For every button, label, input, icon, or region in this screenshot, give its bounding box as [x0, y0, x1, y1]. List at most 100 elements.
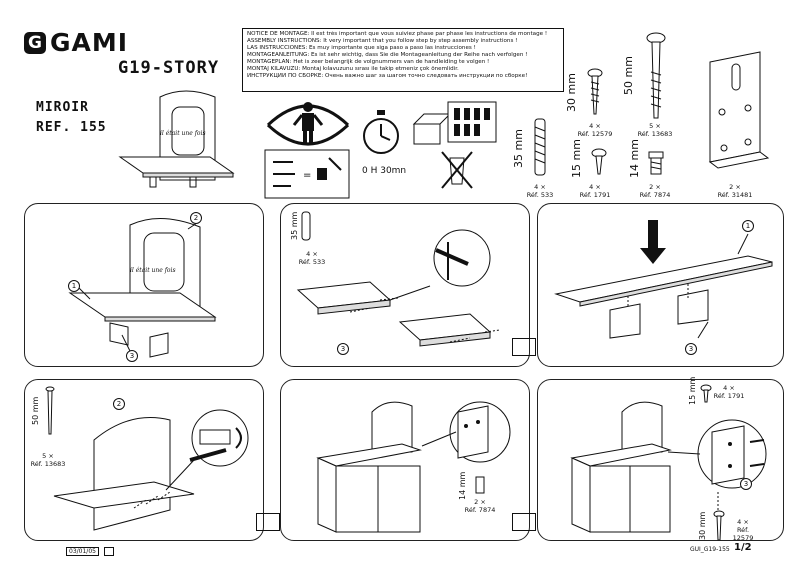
part-label: 4 ×Réf. 12579 [575, 122, 615, 138]
step-dimension: 14 mm [458, 471, 467, 500]
part-label: 2 ×Réf. 31481 [715, 183, 755, 199]
part-ref: Réf. 1791 [713, 392, 745, 400]
notice-line: MONTAJ KILAVUZU: Montaj kılavuzunu sıras… [247, 66, 459, 72]
step-6-illustration [570, 401, 767, 533]
insert-icon [475, 476, 485, 494]
next-step-arrow-icon [256, 513, 280, 531]
part-ref: Réf. 1791 [579, 191, 611, 199]
callout-3: 3 [126, 350, 138, 362]
part-qty: 4 × [589, 122, 601, 130]
step-1-panel [24, 203, 264, 367]
step-4-panel [24, 379, 264, 541]
notice-line: MONTAGEANLEITUNG: Es ist sehr wichtig, d… [247, 52, 528, 58]
screw-icon [45, 386, 55, 435]
part-qty: 2 × [729, 183, 741, 191]
tools-icon: = [264, 149, 350, 199]
part-qty: 5 × [42, 452, 54, 460]
dowel-533-icon [534, 118, 546, 176]
footer-code: GUI_G19-155 [690, 546, 730, 553]
part-dimension: 14 mm [628, 139, 641, 178]
part-ref: Réf. 31481 [717, 191, 753, 199]
callout-2: 2 [113, 398, 125, 410]
logo-icon: G [24, 31, 46, 54]
step-1-illustration [68, 217, 217, 358]
dowel-icon [301, 211, 311, 241]
step-part-label: 4 ×Réf. 533 [292, 250, 332, 266]
step-2-panel [280, 203, 530, 367]
notice-line: ИНСТРУКЦИИ ПО СБОРКЕ: Очень важно шаг за… [247, 73, 528, 79]
person-arrows-icon [266, 102, 350, 146]
svg-text:=: = [303, 170, 311, 181]
mirror-caption: il était une fois [160, 130, 206, 137]
part-dimension: 35 mm [512, 129, 525, 168]
notice-line: LAS INSTRUCCIONES: Es muy importante que… [247, 45, 476, 51]
footer-date: 03/01/05 [66, 547, 99, 556]
part-ref: Réf. 12579 [577, 130, 613, 138]
part-ref: Réf. 7874 [639, 191, 671, 199]
part-dimension: 30 mm [565, 73, 578, 112]
part-ref: Réf. 12579 [732, 526, 754, 542]
part-label: 5 ×Réf. 13683 [635, 122, 675, 138]
bracket-31481-icon [708, 51, 770, 169]
brand-name: GAMI [50, 28, 129, 57]
part-dimension: 50 mm [622, 56, 635, 95]
screw-icon [700, 384, 712, 403]
step-part-label: 4 ×Réf. 1791 [712, 384, 746, 400]
callout-1: 1 [742, 220, 754, 232]
step-6-panel [537, 379, 784, 541]
notice-line: MONTAGEPLAN: Het is zeer belangrijk de v… [247, 59, 490, 65]
screw-1791-icon [591, 148, 607, 175]
callout-1: 1 [68, 280, 80, 292]
step-3-panel [537, 203, 784, 367]
callout-3: 3 [337, 343, 349, 355]
part-qty: 4 × [737, 518, 749, 526]
screw-13683-icon [646, 32, 666, 119]
step-dimension: 50 mm [31, 396, 40, 425]
part-ref: Réf. 533 [526, 191, 554, 199]
part-qty: 4 × [306, 250, 318, 258]
part-label: 2 ×Réf. 7874 [635, 183, 675, 199]
product-ref: REF. 155 [36, 120, 107, 135]
mirror-caption: il était une fois [130, 267, 176, 274]
callout-3: 3 [685, 343, 697, 355]
unpack-recycle-icon [412, 101, 497, 189]
next-step-arrow-icon [512, 338, 536, 356]
step-5-panel [280, 379, 530, 541]
part-qty: 4 × [723, 384, 735, 392]
footer-page: 1/2 [734, 542, 752, 553]
callout-2: 2 [190, 212, 202, 224]
part-ref: Réf. 7874 [464, 506, 496, 514]
stopwatch-icon [363, 110, 399, 154]
step-4-illustration [53, 409, 249, 531]
step-3-illustration [554, 220, 773, 339]
part-label: 4 ×Réf. 1791 [575, 183, 615, 199]
screw-12579-icon [587, 68, 603, 115]
product-illustration [118, 90, 235, 188]
step-part-label: 4 ×Réf. 12579 [726, 518, 760, 542]
notice-line: ASSEMBLY INSTRUCTIONS: It very important… [247, 38, 518, 44]
part-label: 4 ×Réf. 533 [520, 183, 560, 199]
part-dimension: 15 mm [570, 139, 583, 178]
part-qty: 5 × [649, 122, 661, 130]
part-qty: 2 × [649, 183, 661, 191]
step-part-label: 5 ×Réf. 13683 [28, 452, 68, 468]
next-step-arrow-icon [512, 513, 536, 531]
step-dimension: 30 mm [698, 511, 707, 540]
step-2-illustration [296, 229, 501, 347]
product-model: MIROIR [36, 100, 89, 115]
part-ref: Réf. 13683 [30, 460, 66, 468]
part-ref: Réf. 533 [298, 258, 326, 266]
part-ref: Réf. 13683 [637, 130, 673, 138]
screw-icon [713, 510, 725, 541]
notice-line: NOTICE DE MONTAGE: Il est très important… [247, 31, 548, 37]
part-qty: 4 × [589, 183, 601, 191]
assembly-time: 0 H 30mn [362, 166, 407, 176]
step-5-illustration [316, 401, 511, 533]
product-name: G19-STORY [118, 58, 220, 78]
insert-7874-icon [648, 151, 664, 175]
brand-logo: G GAMI [24, 28, 128, 57]
part-qty: 2 × [474, 498, 486, 506]
callout-3: 3 [740, 478, 752, 490]
notice-box: NOTICE DE MONTAGE: Il est très important… [242, 28, 564, 92]
part-qty: 4 × [534, 183, 546, 191]
